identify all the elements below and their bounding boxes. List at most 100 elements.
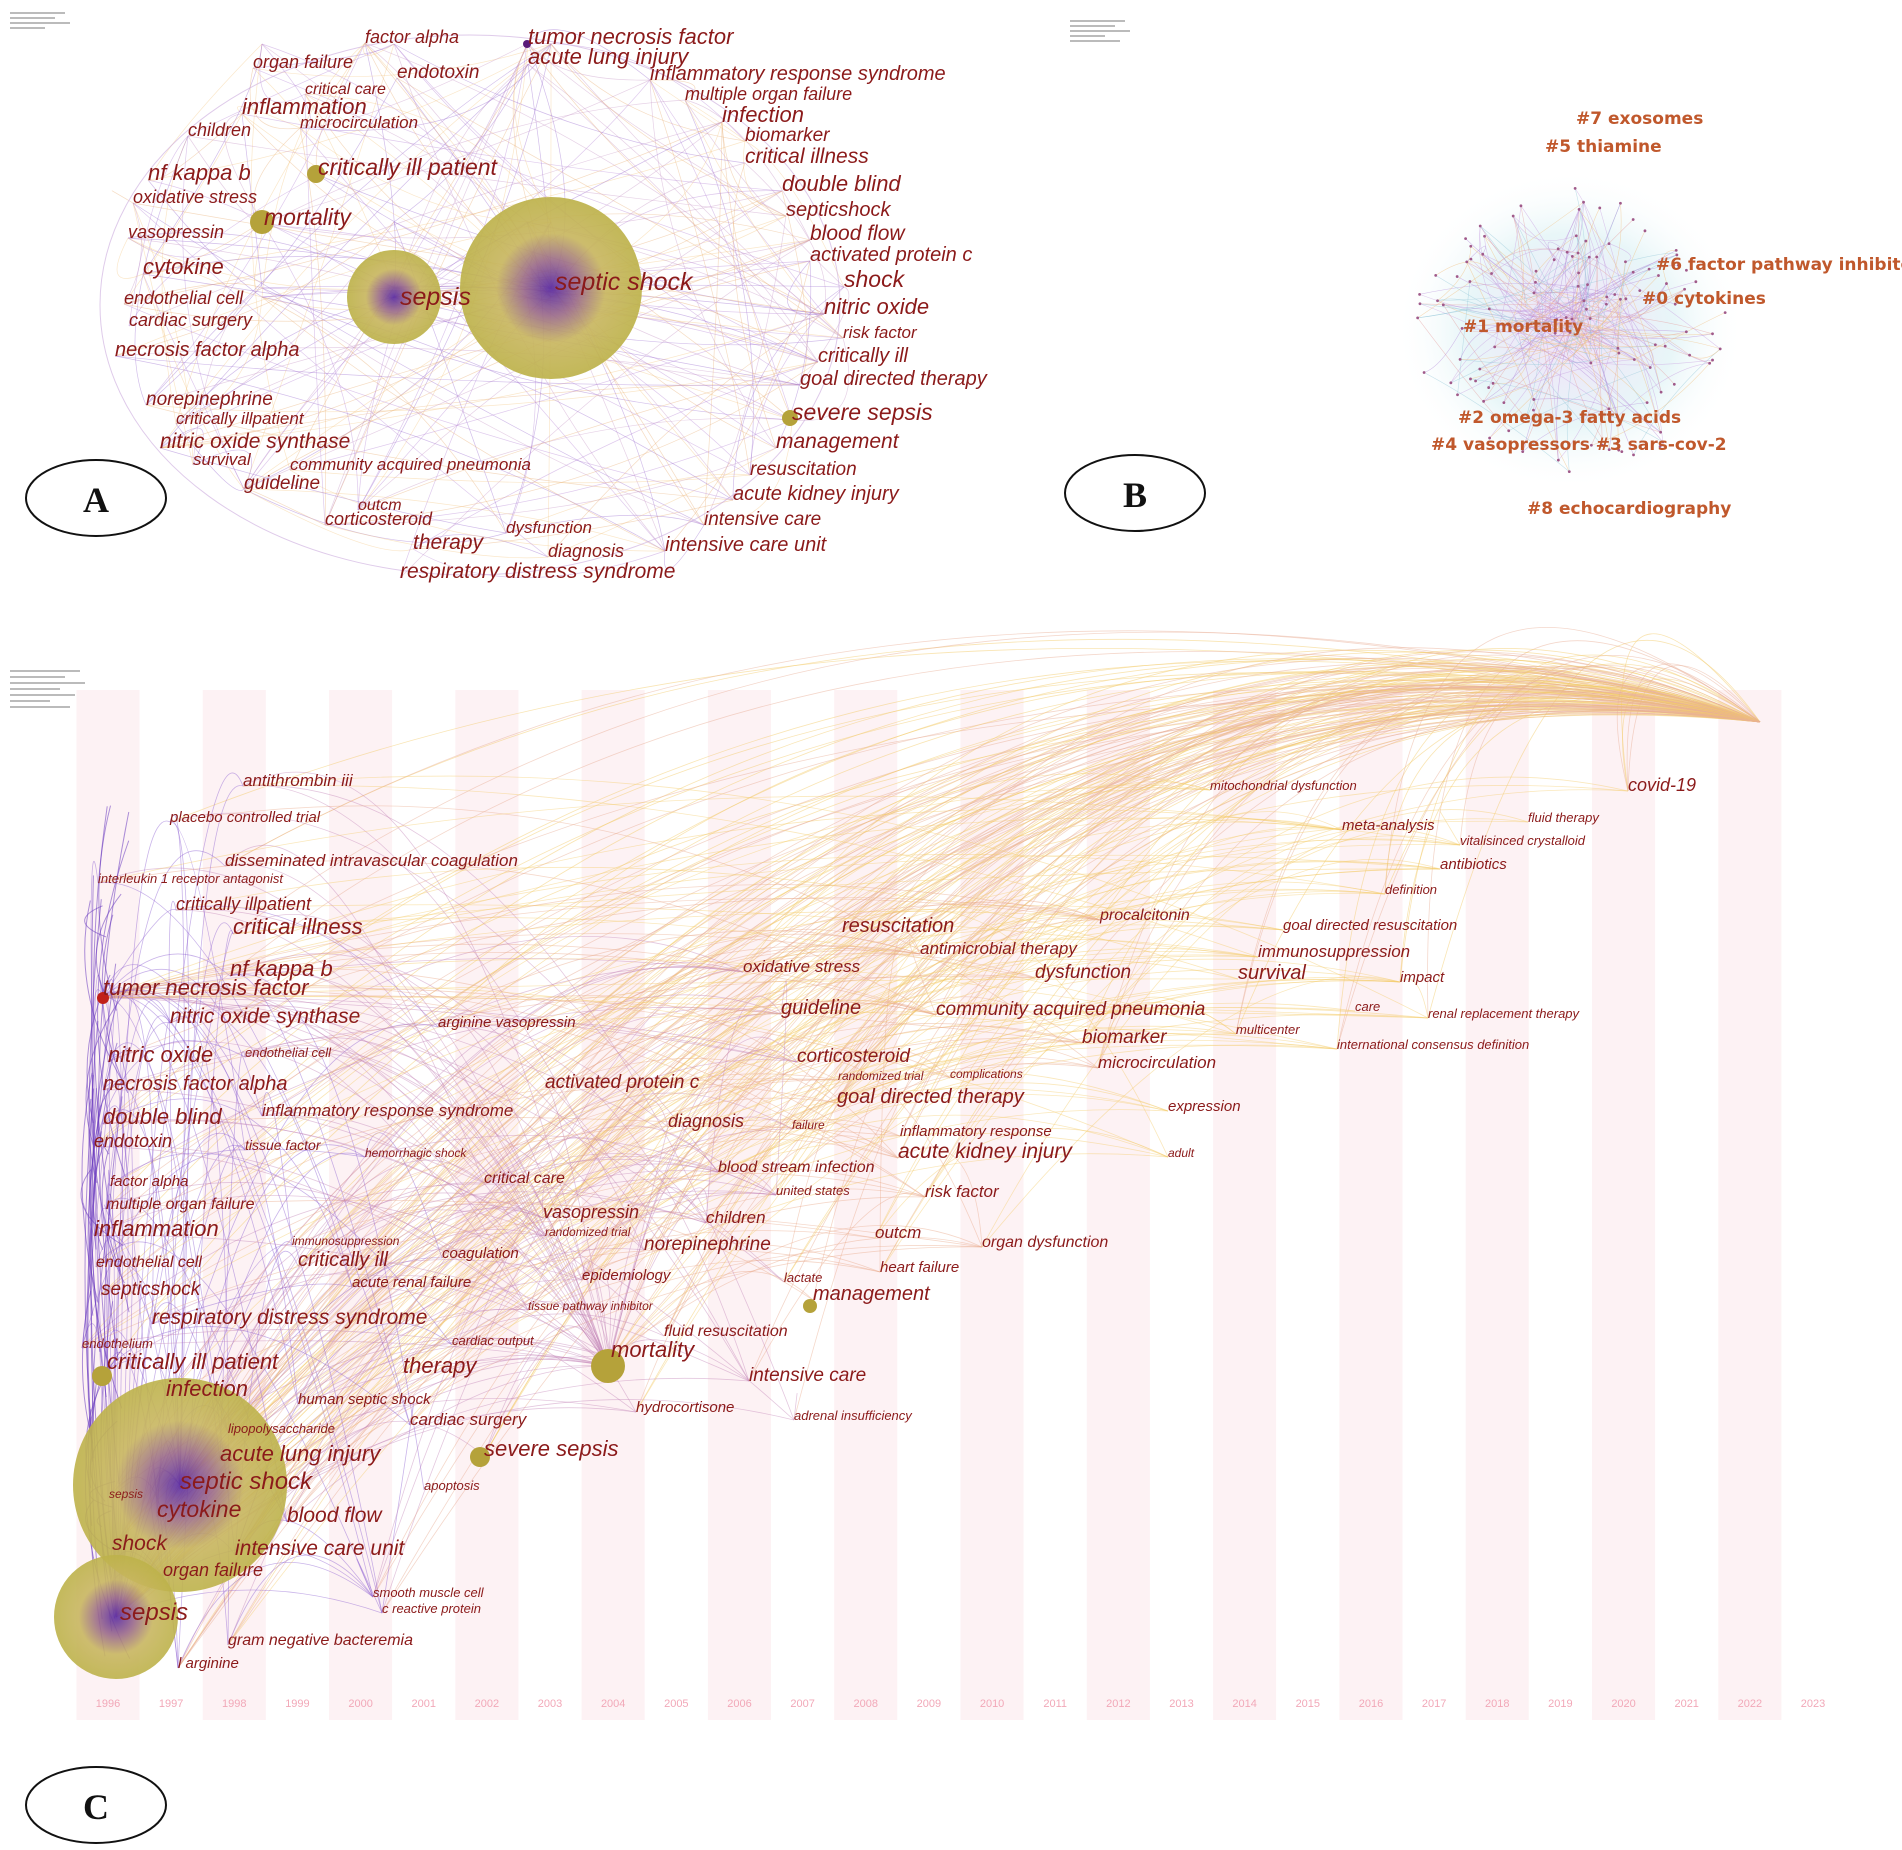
panel-c-keyword-resuscitation: resuscitation bbox=[842, 915, 954, 937]
panel-c-edge bbox=[297, 689, 1761, 1267]
panel-c-edge bbox=[219, 1339, 612, 1462]
panel-c-keyword-acute-lung-injury: acute lung injury bbox=[220, 1441, 382, 1466]
panel-a-edge bbox=[128, 121, 723, 327]
panel-c-edge bbox=[1616, 666, 1761, 792]
panel-c-edge bbox=[879, 691, 1761, 1273]
panel-a-node-critically-ill-patient bbox=[307, 165, 325, 183]
panel-a-edge bbox=[132, 202, 705, 526]
panel-b-node bbox=[1632, 453, 1635, 457]
panel-c-keyword-placebo-controlled-trial: placebo controlled trial bbox=[169, 809, 321, 826]
panel-b-cluster-8-echocardiography: #8 echocardiography bbox=[1527, 499, 1731, 519]
panel-b-edge bbox=[1606, 296, 1662, 393]
panel-b-edge bbox=[1507, 324, 1529, 345]
panel-c-edge bbox=[542, 784, 1211, 1219]
panel-b-edge bbox=[1466, 261, 1602, 349]
panel-c-year-stripe bbox=[329, 690, 393, 1720]
panel-c-keyword-fluid-resuscitation: fluid resuscitation bbox=[664, 1323, 788, 1340]
panel-c-keyword-impact: impact bbox=[1400, 969, 1445, 986]
panel-b-edge bbox=[1510, 325, 1651, 368]
panel-c-edge bbox=[93, 1078, 839, 1237]
panel-b-node bbox=[1711, 358, 1714, 362]
panel-a-edge bbox=[114, 355, 666, 552]
panel-b-edge bbox=[1443, 304, 1605, 313]
panel-a-legend-stub bbox=[10, 12, 70, 29]
panel-c-keyword-human-septic-shock: human septic shock bbox=[298, 1391, 432, 1408]
panel-c-edge bbox=[351, 1039, 1338, 1288]
panel-c-year-2001: 2001 bbox=[411, 1698, 435, 1710]
panel-c-edge bbox=[224, 844, 485, 1184]
panel-b-node bbox=[1449, 381, 1453, 385]
panel-c-edge bbox=[101, 1134, 125, 1284]
panel-c-edge bbox=[179, 1073, 839, 1486]
panel-a-edge bbox=[123, 303, 734, 501]
panel-c-year-stripe bbox=[897, 690, 961, 1720]
panel-c-keyword-organ-dysfunction: organ dysfunction bbox=[982, 1234, 1108, 1251]
panel-b-node bbox=[1490, 272, 1493, 275]
panel-c-keyword-critical-care: critical care bbox=[484, 1170, 565, 1187]
panel-a-edge bbox=[261, 42, 366, 298]
panel-a-edge bbox=[703, 419, 793, 526]
panel-b-node bbox=[1708, 361, 1712, 365]
panel-b-node bbox=[1665, 282, 1668, 285]
panel-b-edge bbox=[1620, 329, 1654, 368]
panel-a-edge bbox=[114, 221, 395, 357]
panel-b-edge bbox=[1488, 240, 1587, 388]
panel-c-edge bbox=[95, 938, 1259, 1268]
panel-c-edge bbox=[409, 1063, 1099, 1426]
panel-c-edge bbox=[115, 820, 171, 1618]
panel-b-node bbox=[1434, 273, 1438, 277]
panel-c-edge bbox=[1439, 810, 1461, 846]
panel-b-node bbox=[1607, 242, 1611, 245]
panel-b-edge bbox=[1590, 350, 1651, 368]
panel-c-keyword-blood-stream-infection: blood stream infection bbox=[718, 1159, 875, 1176]
panel-b-node bbox=[1521, 450, 1525, 453]
panel-c-edge bbox=[291, 952, 1036, 1246]
panel-b-edge bbox=[1584, 304, 1690, 356]
panel-c-edge bbox=[102, 958, 1338, 1050]
panel-b-node bbox=[1631, 218, 1635, 221]
panel-b-node bbox=[1617, 351, 1621, 355]
panel-c-edge bbox=[635, 667, 1761, 1413]
panel-c-edge bbox=[874, 826, 1343, 1239]
panel-c-edge bbox=[169, 1005, 645, 1251]
panel-b-edge bbox=[1576, 235, 1591, 357]
panel-c-edge bbox=[105, 1199, 983, 1248]
panel-b-node bbox=[1661, 440, 1665, 444]
panel-a-edge bbox=[550, 43, 844, 339]
panel-b-node bbox=[1568, 330, 1572, 334]
panel-a-node-septic-shock bbox=[460, 197, 642, 379]
panel-a-keyword-cardiac-surgery: cardiac surgery bbox=[129, 310, 253, 330]
panel-c-edge bbox=[879, 835, 1461, 1273]
panel-b-node bbox=[1460, 326, 1464, 330]
panel-a-edge bbox=[664, 524, 705, 570]
panel-a-edge bbox=[364, 42, 844, 339]
panel-b-node bbox=[1607, 407, 1611, 411]
panel-c-edge bbox=[102, 989, 926, 1198]
panel-a-edge bbox=[261, 43, 311, 129]
panel-c-edge bbox=[244, 1148, 366, 1158]
panel-c-edge bbox=[102, 911, 1284, 999]
panel-b-edge bbox=[1443, 304, 1527, 419]
panel-c-edge bbox=[102, 996, 546, 1237]
panel-c-edge bbox=[364, 1134, 777, 1196]
panel-c-edge bbox=[93, 1145, 529, 1311]
panel-c-edge bbox=[796, 647, 1761, 1063]
panel-c-edge bbox=[227, 1163, 719, 1646]
panel-b-edge bbox=[1617, 362, 1710, 417]
panel-a-edge bbox=[241, 113, 263, 289]
panel-c-edge bbox=[102, 943, 937, 1016]
panel-a-edge bbox=[396, 77, 825, 315]
panel-c-edge bbox=[179, 954, 1259, 1486]
panel-b-node bbox=[1502, 401, 1506, 405]
panel-c-edge bbox=[297, 1228, 546, 1405]
panel-c-year-2015: 2015 bbox=[1296, 1698, 1320, 1710]
panel-b-node bbox=[1511, 214, 1515, 218]
panel-b-cluster-1-mortality: #1 mortality bbox=[1463, 317, 1583, 337]
panel-c-edge bbox=[179, 785, 244, 1486]
panel-c-edge bbox=[244, 1048, 609, 1367]
panel-b-edge bbox=[1558, 299, 1621, 461]
panel-a-edge bbox=[412, 534, 549, 558]
panel-a-edge bbox=[527, 43, 746, 142]
panel-c-edge bbox=[261, 930, 921, 1117]
